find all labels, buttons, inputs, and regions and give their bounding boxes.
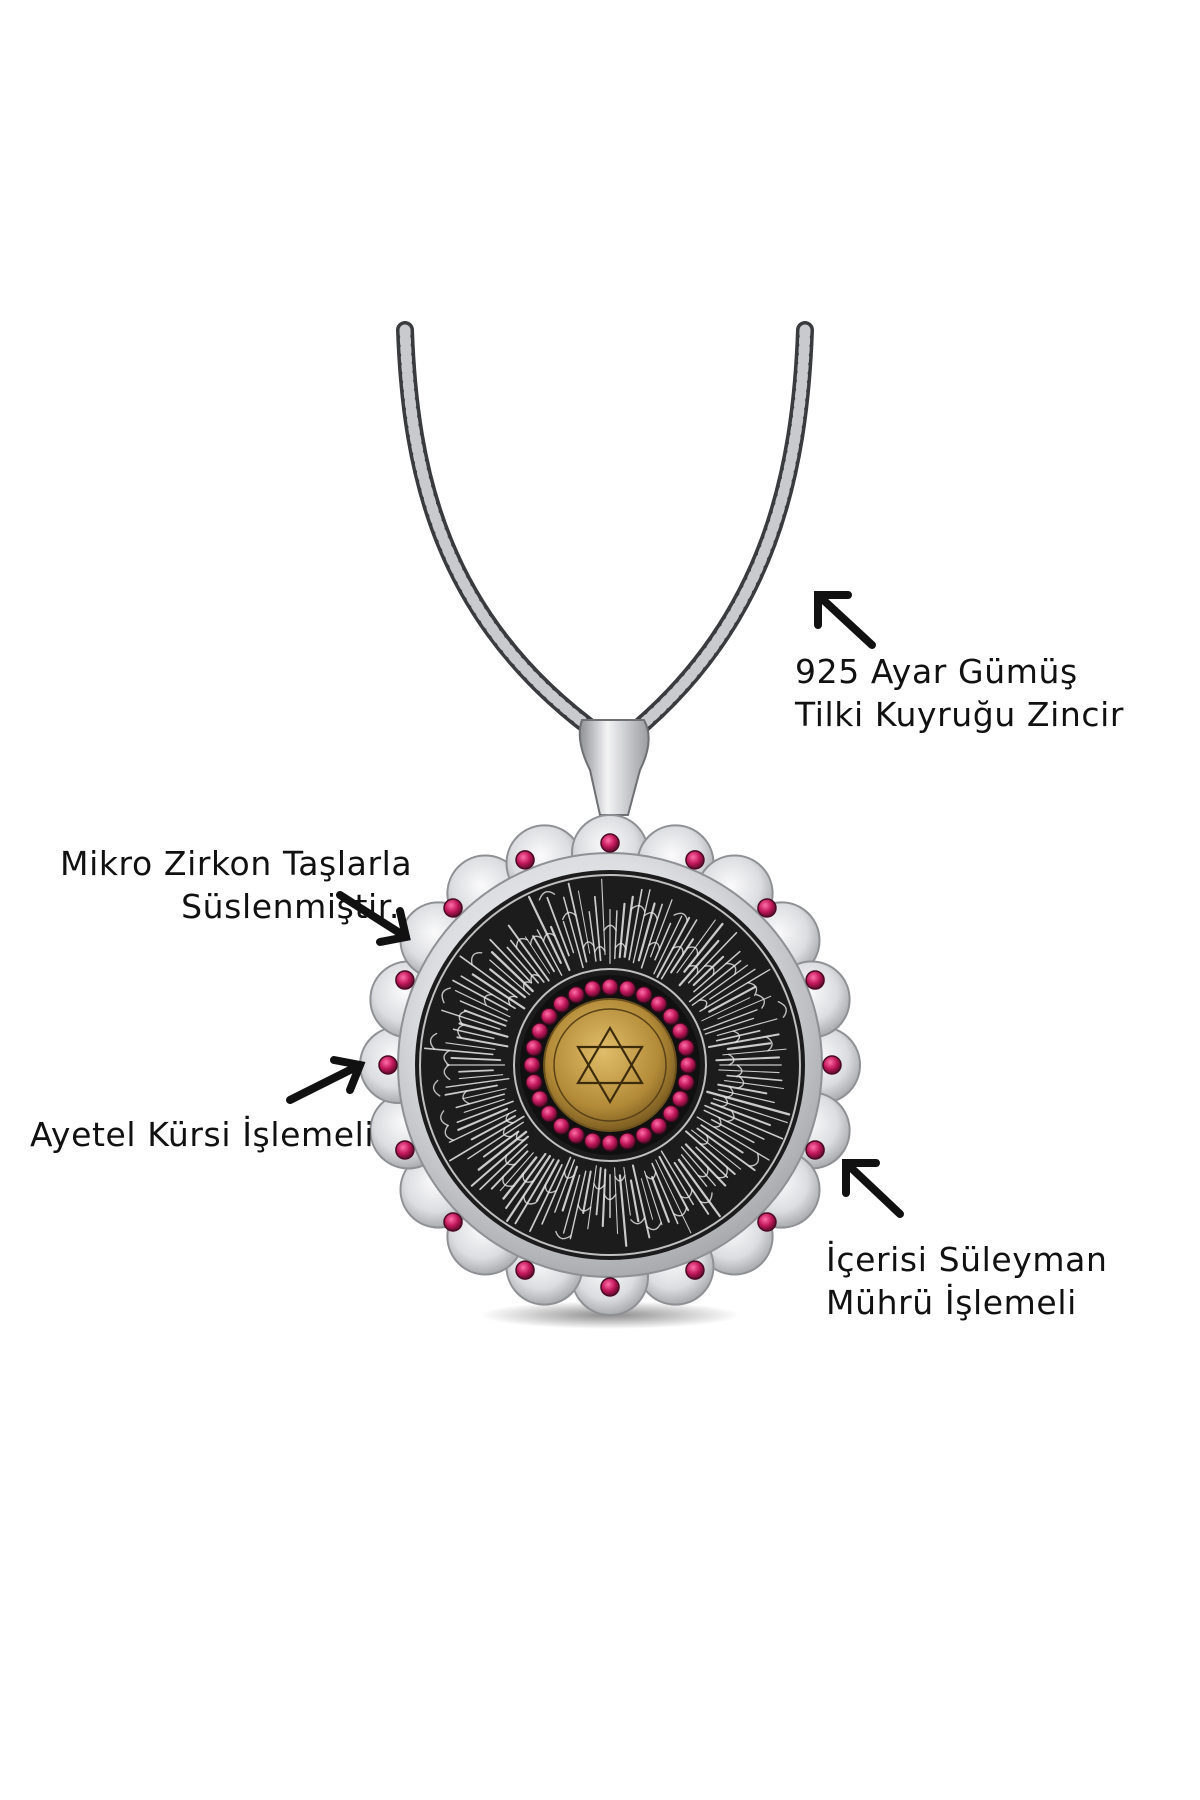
zircon-stone [600, 833, 620, 853]
zircon-stone-inner [584, 980, 602, 998]
callout-ayetel: Ayetel Kürsi İşlemeli [30, 1113, 374, 1156]
callout-zircon: Mikro Zirkon Taşlarla Süslenmiştir. [60, 842, 413, 928]
zircon-stone-inner [531, 1090, 549, 1108]
arrow-icon-ayetel [286, 1056, 366, 1104]
zircon-stone-inner [662, 1105, 680, 1123]
zircon-stone-inner [671, 1090, 689, 1108]
zircon-stone-inner [552, 995, 570, 1013]
zircon-stone-inner [677, 1073, 695, 1091]
callout-zircon-line2: Süslenmiştir. [181, 887, 400, 926]
zircon-stone-inner [635, 1126, 653, 1144]
zircon-stone [515, 1260, 535, 1280]
zircon-stone [805, 970, 825, 990]
zircon-stone-inner [601, 1134, 619, 1152]
zircon-stone-inner [552, 1117, 570, 1135]
zircon-stone [685, 850, 705, 870]
zircon-stone-inner [540, 1007, 558, 1025]
zircon-stone-inner [525, 1039, 543, 1057]
zircon-stone-inner [618, 980, 636, 998]
zircon-stone-inner [650, 995, 668, 1013]
zircon-stone-inner [567, 1126, 585, 1144]
zircon-stone-inner [618, 1132, 636, 1150]
zircon-stone-inner [650, 1117, 668, 1135]
zircon-stone [395, 970, 415, 990]
solomon-seal-medallion [543, 998, 677, 1132]
pendant [359, 814, 861, 1329]
zircon-stone [685, 1260, 705, 1280]
zircon-stone [443, 1212, 463, 1232]
zircon-stone-inner [523, 1056, 541, 1074]
inner-zircon-ring [523, 978, 697, 1152]
zircon-stone [443, 898, 463, 918]
callout-zircon-line1: Mikro Zirkon Taşlarla [60, 844, 413, 883]
fox-tail-chain [396, 321, 814, 744]
zircon-stone-inner [567, 986, 585, 1004]
callout-seal-line1: İçerisi Süleyman [826, 1240, 1108, 1279]
arrow-icon-chain [814, 591, 876, 649]
zircon-stone [600, 1277, 620, 1297]
zircon-stone-inner [677, 1039, 695, 1057]
outer-zircon-stones [378, 833, 842, 1297]
hexagram-icon [576, 1025, 644, 1105]
callout-chain-line2: Tilki Kuyruğu Zincir [795, 695, 1125, 734]
callout-ayetel-line1: Ayetel Kürsi İşlemeli [30, 1115, 375, 1154]
zircon-stone [378, 1055, 398, 1075]
zircon-stone-inner [662, 1007, 680, 1025]
zircon-stone-inner [584, 1132, 602, 1150]
zircon-stone [515, 850, 535, 870]
arrow-icon-seal [842, 1159, 904, 1218]
zircon-stone [822, 1055, 842, 1075]
zircon-stone-inner [635, 986, 653, 1004]
zircon-stone [395, 1140, 415, 1160]
zircon-stone-inner [671, 1022, 689, 1040]
ayetel-kursi-engraving [419, 874, 801, 1256]
arrow-icon-zircon [336, 891, 411, 946]
zircon-stone-inner [540, 1105, 558, 1123]
callout-seal-line2: Mührü İşlemeli [826, 1283, 1077, 1322]
zircon-stone-inner [531, 1022, 549, 1040]
callout-seal: İçerisi Süleyman Mührü İşlemeli [826, 1238, 1108, 1324]
zircon-stone-inner [601, 978, 619, 996]
zircon-stone [805, 1140, 825, 1160]
zircon-stone [757, 1212, 777, 1232]
callout-chain: 925 Ayar Gümüş Tilki Kuyruğu Zincir [795, 650, 1124, 736]
zircon-stone-inner [679, 1056, 697, 1074]
zircon-stone-inner [525, 1073, 543, 1091]
zircon-stone [757, 898, 777, 918]
callout-chain-line1: 925 Ayar Gümüş [795, 652, 1078, 691]
